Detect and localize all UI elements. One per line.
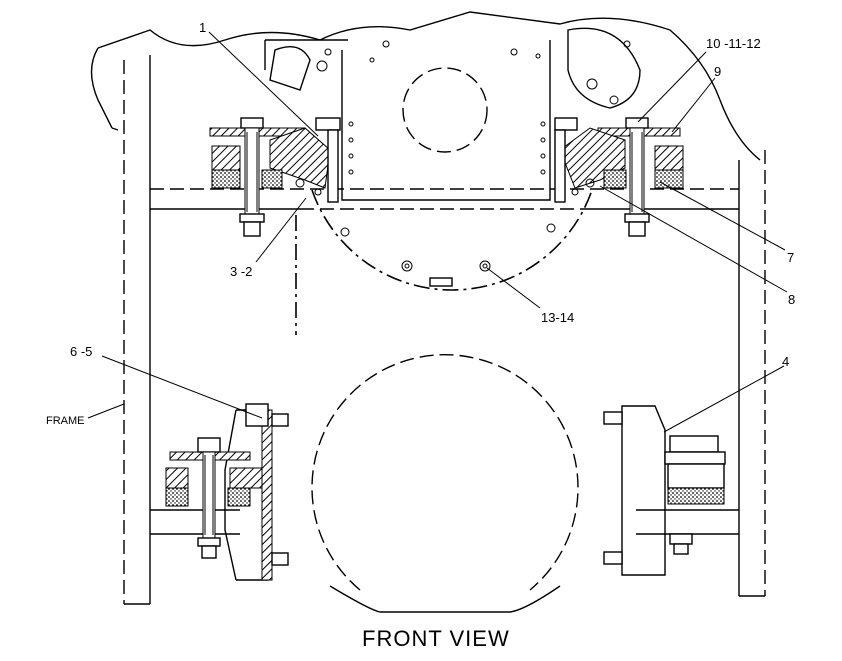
callout-9: 9 [714, 64, 721, 79]
callout-4: 4 [782, 354, 789, 369]
callout-8: 8 [788, 292, 795, 307]
lower-left-cross-member [150, 509, 240, 535]
callout-10-11-12: 10 -11-12 [706, 36, 761, 51]
callout-3-2: 3 -2 [230, 264, 252, 279]
upper-left-mount [209, 117, 341, 237]
lower-right-mount [603, 405, 726, 576]
flywheel-housing [264, 27, 641, 291]
lower-left-mount [165, 403, 289, 581]
callout-6-5: 6 -5 [70, 344, 92, 359]
upper-cross-member [150, 188, 739, 210]
flywheel [311, 354, 579, 613]
callout-13-14: 13-14 [541, 310, 574, 325]
break-line [97, 11, 761, 161]
leader-lines [87, 31, 788, 433]
lower-right-cross-member [636, 509, 739, 535]
right-frame-rail [738, 150, 766, 597]
view-title: FRONT VIEW [362, 626, 510, 651]
callout-1: 1 [199, 20, 206, 35]
upper-right-mount [554, 117, 684, 237]
left-frame-rail [123, 55, 151, 605]
frame-label: FRAME [46, 415, 85, 427]
callout-7: 7 [787, 250, 794, 265]
